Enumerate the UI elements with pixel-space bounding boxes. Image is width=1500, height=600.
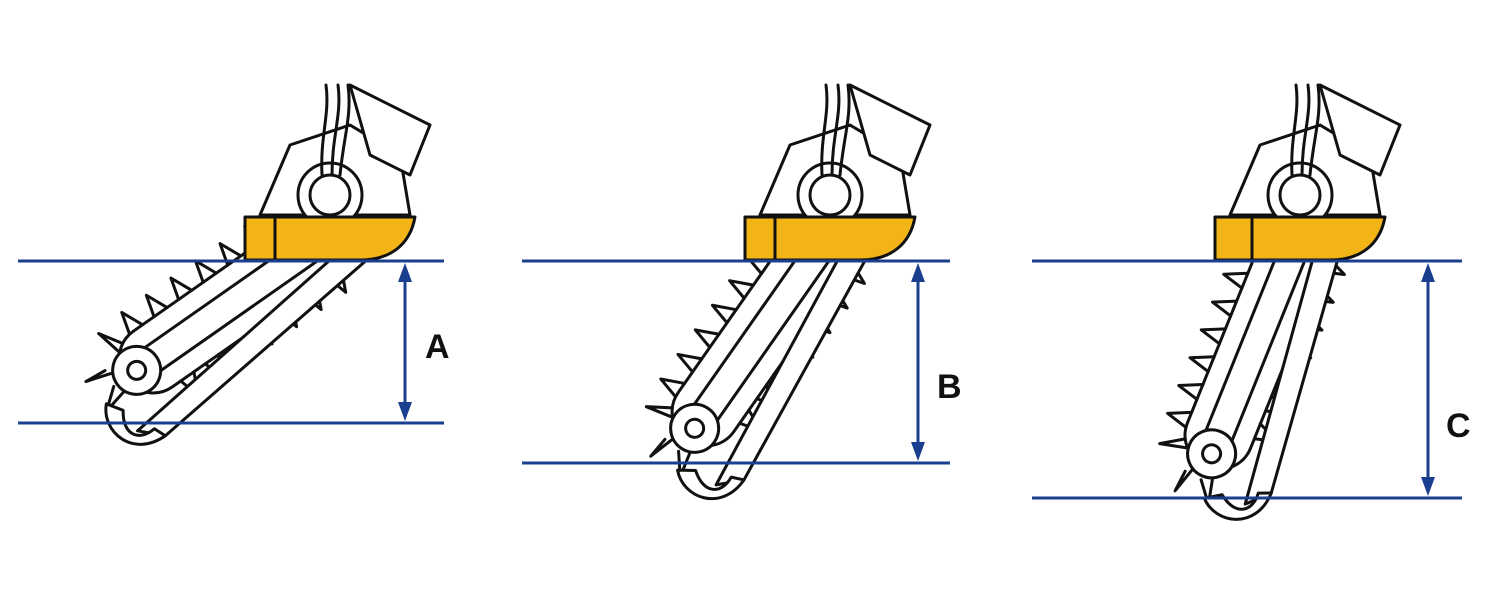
arrowhead-bottom-c	[1421, 477, 1435, 496]
arrowhead-bottom-b	[911, 442, 925, 461]
trencher-drawing-b	[616, 83, 932, 515]
figure-b: B	[522, 83, 962, 515]
figure-c: C	[1032, 83, 1471, 532]
arrowhead-bottom-a	[398, 402, 412, 421]
depth-shoe-c	[1213, 215, 1387, 262]
dimension-label-a: A	[425, 328, 450, 366]
arrowhead-top-c	[1421, 263, 1435, 282]
trencher-drawing-a	[58, 83, 432, 461]
figure-a: A	[18, 83, 450, 461]
arrowhead-top-b	[911, 263, 925, 282]
dimension-label-c: C	[1446, 407, 1471, 445]
depth-shoe-b	[743, 215, 917, 262]
dimension-label-b: B	[937, 368, 962, 406]
depth-shoe-a	[243, 215, 417, 262]
trencher-drawing-c	[1137, 83, 1402, 532]
arrowhead-top-a	[398, 263, 412, 282]
